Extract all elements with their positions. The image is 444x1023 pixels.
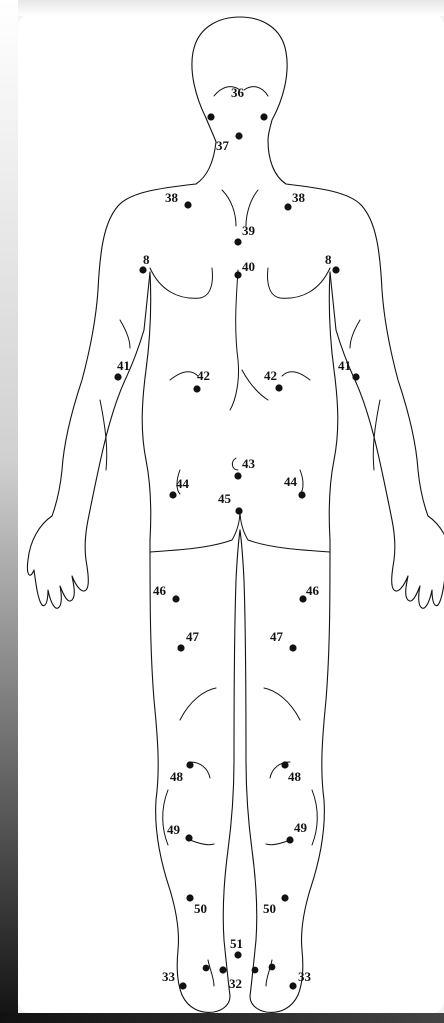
point-marker-p41-l — [114, 373, 121, 380]
point-marker-p48-r — [281, 761, 288, 768]
point-label-p42-r: 42 — [264, 368, 277, 383]
white-panel — [18, 14, 444, 1013]
point-label-p49-r: 49 — [294, 820, 308, 835]
point-marker-p44-r — [298, 491, 305, 498]
point-label-p50-r: 50 — [263, 901, 276, 916]
point-marker-p39 — [234, 238, 241, 245]
point-label-p36-l: 36 — [231, 85, 245, 100]
point-marker-p47-r — [289, 644, 296, 651]
point-label-p47-l: 47 — [186, 629, 200, 644]
point-label-p47-r: 47 — [270, 629, 284, 644]
point-marker-p49-l — [185, 834, 192, 841]
point-label-p42-l: 42 — [197, 368, 210, 383]
point-marker-p37 — [235, 132, 242, 139]
point-label-p43: 43 — [242, 456, 256, 471]
point-label-p38-l: 38 — [165, 190, 179, 205]
point-marker-p33-l — [179, 982, 186, 989]
ankle-point-marker — [269, 964, 276, 971]
point-label-p44-l: 44 — [176, 476, 190, 491]
point-label-p41-l: 41 — [117, 358, 130, 373]
point-label-p41-r: 41 — [338, 358, 351, 373]
point-marker-p44-l — [169, 491, 176, 498]
point-marker-p45 — [235, 507, 242, 514]
point-label-p49-l: 49 — [167, 822, 181, 837]
ankle-point-marker — [203, 965, 210, 972]
point-label-p39: 39 — [242, 223, 256, 238]
point-marker-p48-l — [186, 761, 193, 768]
point-marker-p50-r — [281, 894, 288, 901]
point-label-p40: 40 — [242, 259, 255, 274]
point-label-p33-l: 33 — [162, 969, 176, 984]
point-marker-p38-l — [184, 201, 191, 208]
point-marker-p43 — [234, 472, 241, 479]
point-marker-p8-r — [332, 266, 339, 273]
point-marker-p36-l — [207, 113, 214, 120]
point-marker-p41-r — [352, 373, 359, 380]
point-marker-p50-l — [186, 894, 193, 901]
frame-bottom-shade — [0, 1013, 444, 1023]
point-marker-p38-r — [284, 203, 291, 210]
frame-top-shade — [0, 0, 444, 16]
point-marker-p46-l — [172, 595, 179, 602]
point-label-p48-r: 48 — [288, 769, 302, 784]
point-label-p45: 45 — [218, 491, 232, 506]
point-label-p48-l: 48 — [170, 769, 184, 784]
point-marker-p40 — [234, 271, 241, 278]
point-label-p46-l: 46 — [153, 583, 167, 598]
point-label-p50-l: 50 — [194, 901, 207, 916]
point-marker-p36-r — [260, 113, 267, 120]
point-marker-p42-l — [193, 385, 200, 392]
point-label-p37: 37 — [216, 138, 230, 153]
point-marker-p42-r — [275, 384, 282, 391]
point-label-p38-r: 38 — [292, 190, 306, 205]
point-label-p46-r: 46 — [306, 583, 320, 598]
point-marker-p8-l — [139, 266, 146, 273]
ankle-point-marker — [252, 967, 259, 974]
point-marker-p32 — [219, 966, 226, 973]
point-label-p44-r: 44 — [284, 474, 298, 489]
point-label-p8-l: 8 — [143, 252, 150, 267]
frame-left-shade — [0, 0, 18, 1023]
point-label-p33-r: 33 — [298, 969, 312, 984]
point-label-p51: 51 — [230, 936, 243, 951]
point-marker-p47-l — [177, 644, 184, 651]
point-marker-p49-r — [286, 836, 293, 843]
point-label-p32: 32 — [229, 976, 242, 991]
point-marker-p33-r — [289, 982, 296, 989]
point-label-p8-r: 8 — [325, 252, 332, 267]
point-marker-p51 — [234, 951, 241, 958]
